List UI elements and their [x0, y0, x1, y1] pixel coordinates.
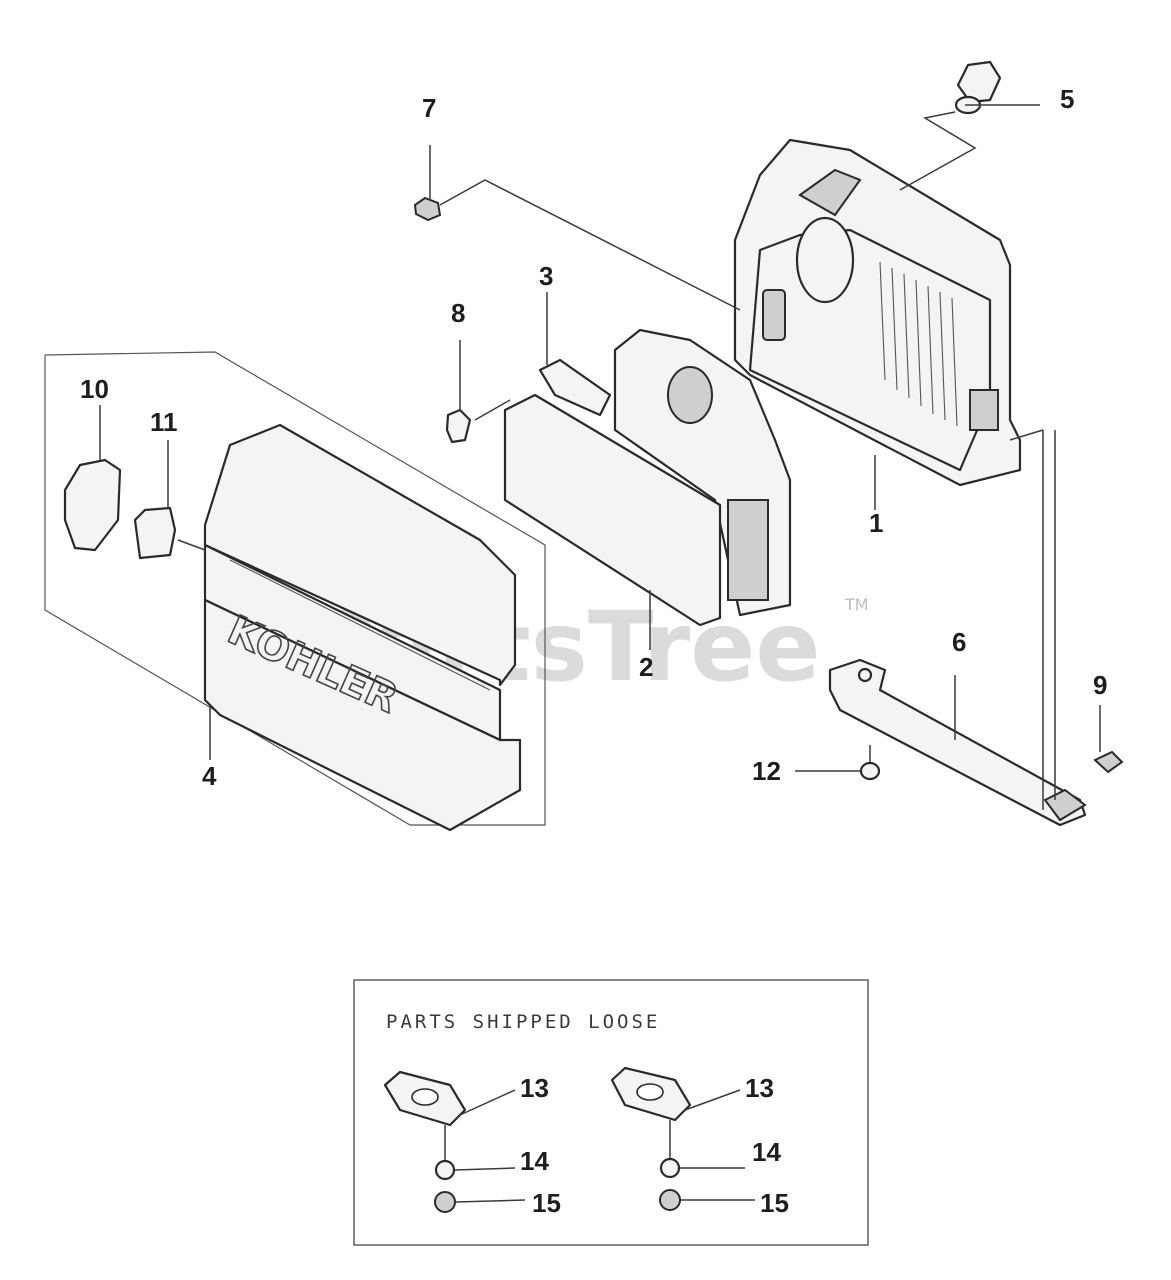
fastener-12 [859, 761, 881, 781]
callout-12: 12 [752, 756, 781, 786]
loose-right-15: 15 [760, 1188, 789, 1218]
cover-group-outline [44, 351, 546, 826]
air-cleaner-base [733, 138, 1022, 487]
air-cleaner-cover: KOHLER [203, 423, 522, 832]
callout-5: 5 [1060, 84, 1074, 114]
leader-lines [99, 104, 1101, 810]
washer-left [434, 1159, 456, 1181]
loose-panel-border [353, 979, 869, 1246]
nut-left [434, 1191, 456, 1213]
callout-9: 9 [1093, 670, 1107, 700]
loose-panel-title: PARTS SHIPPED LOOSE [386, 1011, 660, 1033]
base-cooling-fins [879, 261, 958, 427]
loose-right-14: 14 [752, 1137, 781, 1167]
callout-6: 6 [952, 627, 966, 657]
loose-right-13: 13 [745, 1073, 774, 1103]
nut-right [659, 1189, 681, 1211]
retaining-clip [63, 458, 122, 552]
screw-9 [1093, 750, 1124, 774]
watermark-tm: TM [844, 595, 869, 614]
callout-8: 8 [451, 298, 465, 328]
precleaner [538, 358, 612, 417]
callout-3: 3 [539, 261, 553, 291]
callout-4: 4 [202, 761, 217, 791]
callout-labels: 1 2 3 4 5 6 7 8 9 10 11 12 [80, 84, 1107, 791]
callout-11: 11 [150, 407, 178, 437]
cover-knob [133, 506, 177, 560]
callout-1: 1 [869, 508, 883, 538]
parts-shipped-loose-panel: PARTS SHIPPED LOOSE 13 14 15 13 14 15 [353, 979, 869, 1246]
loose-left-13: 13 [520, 1073, 549, 1103]
loose-left-15: 15 [532, 1188, 561, 1218]
callout-2: 2 [639, 652, 653, 682]
nut-7 [413, 196, 442, 222]
screw-8 [445, 408, 472, 444]
washer-right [659, 1157, 681, 1179]
callout-7: 7 [422, 93, 436, 123]
air-filter-element [503, 328, 792, 627]
support-bracket [828, 658, 1087, 827]
loose-left-14: 14 [520, 1146, 549, 1176]
callout-10: 10 [80, 374, 109, 404]
